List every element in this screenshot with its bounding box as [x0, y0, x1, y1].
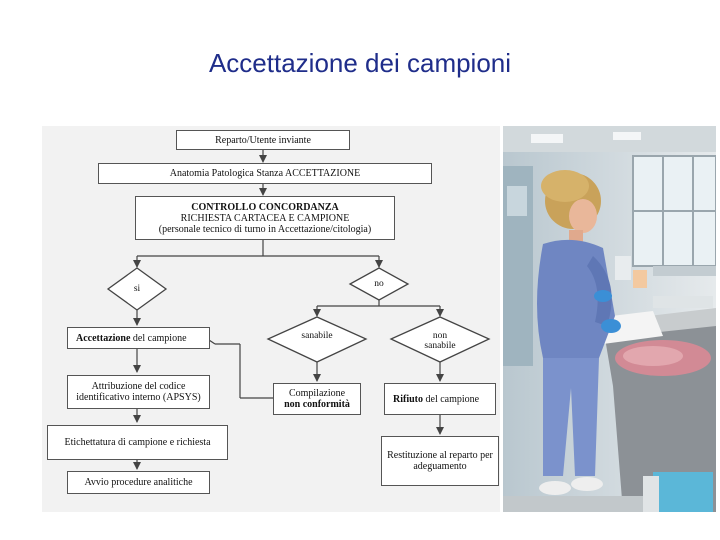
controllo-title: CONTROLLO CONCORDANZA [191, 201, 339, 213]
controllo-box: CONTROLLO CONCORDANZA RICHIESTA CARTACEA… [135, 196, 395, 240]
photo-illustration [503, 126, 716, 512]
accettazione-box: Accettazione del campione [67, 327, 210, 349]
sanabile-label: sanabile [301, 331, 333, 341]
decision-no [348, 267, 410, 301]
reparto-box: Reparto/Utente inviante [176, 130, 350, 150]
accettazione-bold: Accettazione [76, 332, 131, 344]
no-label: no [374, 279, 384, 289]
compilazione-label: Compilazione [288, 388, 346, 399]
compilazione-box: Compilazione non conformità [273, 383, 361, 415]
attribuzione-box: Attribuzione del codice identificativo i… [67, 375, 210, 409]
controllo-subtitle: RICHIESTA CARTACEA E CAMPIONE [180, 212, 350, 224]
non-sanabile-label: non sanabile [424, 331, 456, 351]
flowchart-connectors [106, 150, 491, 470]
rifiuto-rest: del campione [423, 393, 480, 405]
decision-non-sanabile [389, 316, 491, 363]
decision-sanabile [266, 316, 368, 363]
anatomia-box: Anatomia Patologica Stanza ACCETTAZIONE [98, 163, 432, 184]
acceptance-flowchart: Reparto/Utente inviante Anatomia Patolog… [42, 126, 500, 512]
non-conformita-label: non conformità [284, 399, 350, 410]
decision-si [106, 267, 168, 311]
avvio-box: Avvio procedure analitiche [67, 471, 210, 494]
si-label: si [133, 284, 141, 294]
slide-title: Accettazione dei campioni [208, 48, 512, 78]
lab-technician-photo [503, 126, 716, 512]
etichettatura-box: Etichettatura di campione e richiesta [47, 425, 228, 460]
restituzione-box: Restituzione al reparto per adeguamento [381, 436, 499, 486]
rifiuto-bold: Rifiuto [393, 393, 423, 405]
rifiuto-box: Rifiuto del campione [384, 383, 496, 415]
accettazione-rest: del campione [130, 332, 187, 344]
controllo-note: (personale tecnico di turno in Accettazi… [158, 223, 372, 235]
